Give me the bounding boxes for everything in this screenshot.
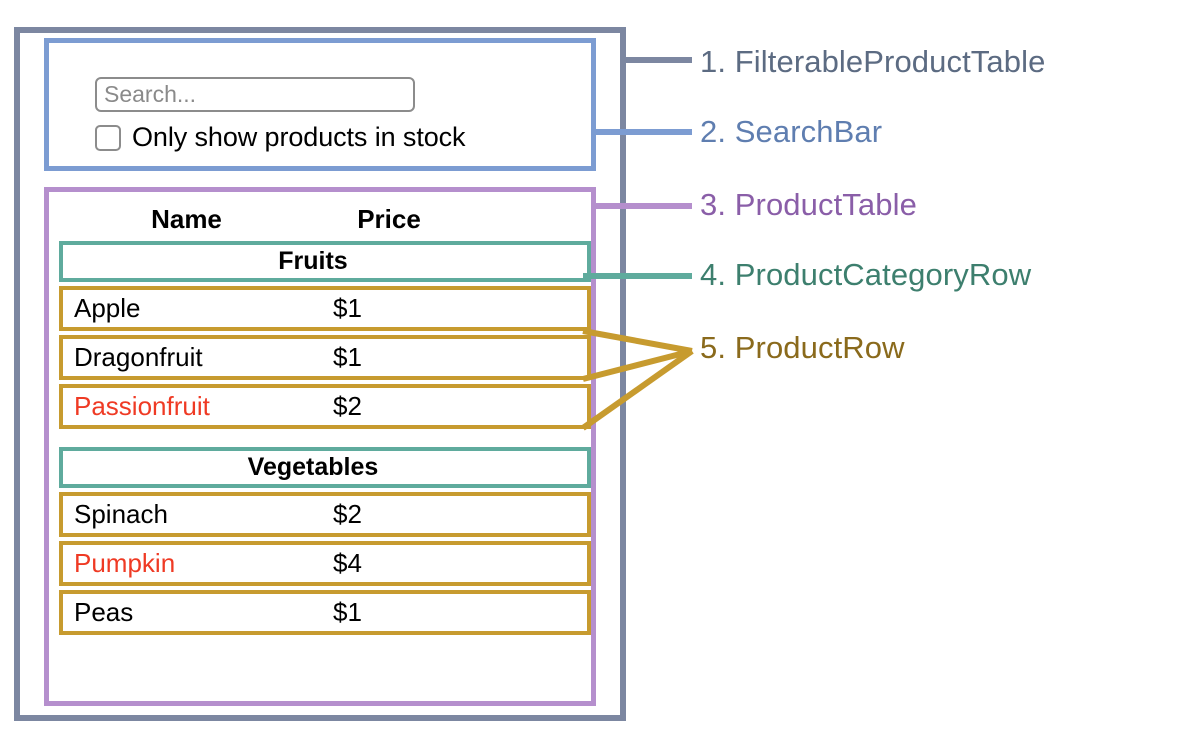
product-table-inner: Name Price Fruits Apple $1 Dragonfruit $… [59, 197, 591, 639]
legend-item-filterable-product-table: 1. FilterableProductTable [700, 44, 1046, 79]
product-row[interactable]: Passionfruit $2 [59, 384, 591, 429]
product-row[interactable]: Dragonfruit $1 [59, 335, 591, 380]
product-name: Spinach [74, 499, 168, 529]
product-name: Pumpkin [74, 548, 176, 578]
product-row[interactable]: Pumpkin $4 [59, 541, 591, 586]
product-name: Dragonfruit [74, 342, 203, 372]
legend-item-product-row: 5. ProductRow [700, 330, 905, 365]
table-header-row: Name Price [59, 197, 591, 241]
product-price: $2 [333, 391, 362, 421]
product-price: $1 [333, 597, 362, 627]
search-bar-container: Only show products in stock [44, 38, 596, 171]
product-category-label: Fruits [278, 247, 348, 275]
product-price: $4 [333, 548, 362, 578]
product-name: Peas [74, 597, 134, 627]
product-price: $1 [333, 293, 362, 323]
product-row[interactable]: Peas $1 [59, 590, 591, 635]
product-category-label: Vegetables [247, 453, 379, 481]
product-name: Passionfruit [74, 391, 210, 421]
in-stock-filter-row[interactable]: Only show products in stock [95, 122, 466, 153]
in-stock-filter-label: Only show products in stock [132, 122, 466, 152]
group-spacer [59, 433, 591, 447]
checkbox-icon[interactable] [95, 124, 121, 151]
product-table-container: Name Price Fruits Apple $1 Dragonfruit $… [44, 187, 596, 706]
product-price: $2 [333, 499, 362, 529]
product-name: Apple [74, 293, 141, 323]
product-price: $1 [333, 342, 362, 372]
legend-item-product-category-row: 4. ProductCategoryRow [700, 257, 1032, 292]
product-category-row: Vegetables [59, 447, 591, 488]
legend-item-product-table: 3. ProductTable [700, 187, 917, 222]
legend-item-search-bar: 2. SearchBar [700, 114, 883, 149]
product-row[interactable]: Spinach $2 [59, 492, 591, 537]
column-header-price: Price [357, 203, 421, 234]
search-input[interactable] [95, 77, 415, 112]
column-header-name: Name [151, 203, 222, 234]
product-row[interactable]: Apple $1 [59, 286, 591, 331]
product-category-row: Fruits [59, 241, 591, 282]
